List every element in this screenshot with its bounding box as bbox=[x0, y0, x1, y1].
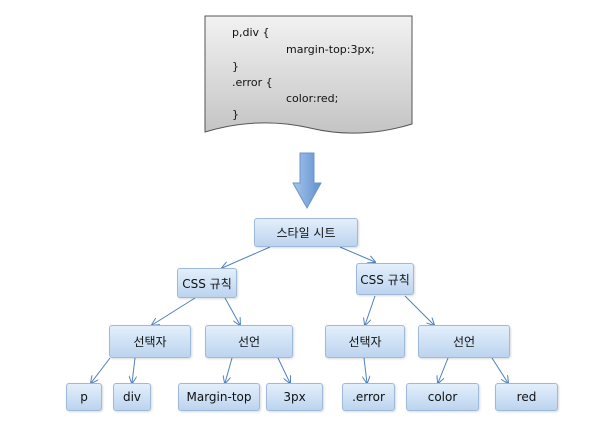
connector bbox=[152, 297, 196, 325]
leaf-node-red: red bbox=[495, 383, 558, 411]
leaf-node-div: div bbox=[113, 383, 151, 411]
code-line: margin-top:3px; bbox=[286, 43, 375, 56]
leaf-node-3px: 3px bbox=[266, 383, 323, 411]
code-line: color:red; bbox=[286, 92, 339, 105]
leaf-node-color: color bbox=[406, 383, 479, 411]
connector bbox=[364, 357, 367, 383]
leaf-node-error: .error bbox=[342, 383, 395, 411]
declaration-node: 선언 bbox=[418, 325, 510, 358]
code-line: } bbox=[232, 60, 239, 73]
connector bbox=[491, 357, 508, 383]
code-line: p,div { bbox=[232, 26, 270, 39]
code-document-shape bbox=[204, 15, 413, 134]
selector-node: 선택자 bbox=[325, 325, 405, 358]
connector bbox=[339, 246, 375, 262]
connector bbox=[365, 295, 376, 325]
leaf-node-margin-top: Margin-top bbox=[178, 383, 260, 411]
connector bbox=[224, 297, 240, 325]
connector bbox=[132, 357, 135, 383]
declaration-node: 선언 bbox=[205, 325, 293, 358]
code-line: } bbox=[232, 108, 239, 121]
code-line: .error { bbox=[232, 76, 273, 89]
connector bbox=[91, 357, 111, 383]
connector bbox=[277, 357, 290, 383]
connector bbox=[438, 357, 449, 383]
stylesheet-node: 스타일 시트 bbox=[254, 218, 358, 247]
down-arrow-icon bbox=[292, 152, 322, 210]
css-rule-node: CSS 규칙 bbox=[177, 268, 237, 298]
leaf-node-p: p bbox=[66, 383, 102, 411]
connector bbox=[225, 357, 233, 383]
css-rule-node: CSS 규칙 bbox=[356, 263, 414, 295]
selector-node: 선택자 bbox=[109, 325, 191, 358]
connector bbox=[404, 295, 434, 325]
connector bbox=[222, 246, 271, 268]
